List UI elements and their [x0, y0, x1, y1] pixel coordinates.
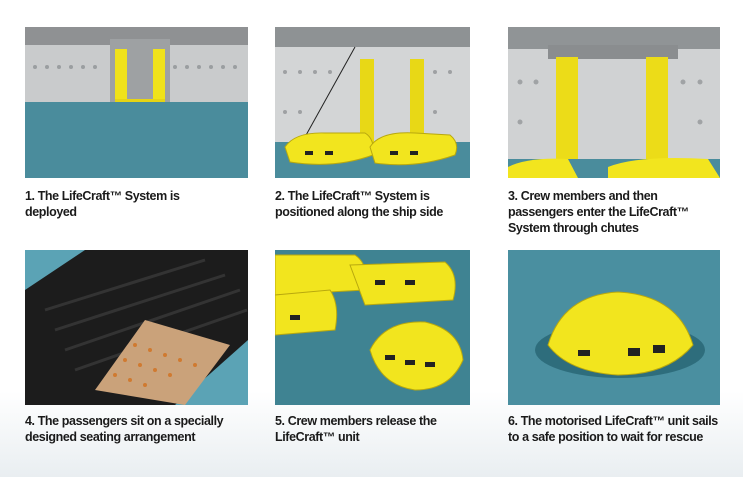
- step-3-caption: 3. Crew members and then passengers ente…: [508, 189, 689, 235]
- step-5-caption: 5. Crew members release the LifeCraft™ u…: [275, 414, 437, 444]
- step-5-image: [275, 250, 470, 405]
- step-2-image: [275, 27, 470, 178]
- step-4-caption: 4. The passengers sit on a specially des…: [25, 414, 224, 444]
- step-1-caption: 1. The LifeCraft™ System is deployed: [25, 189, 180, 219]
- step-6-caption: 6. The motorised LifeCraft™ unit sails t…: [508, 414, 718, 444]
- step-1-image: [25, 27, 248, 178]
- step-3-image: [508, 27, 720, 178]
- step-6-image: [508, 250, 720, 405]
- step-2-caption: 2. The LifeCraft™ System is positioned a…: [275, 189, 443, 219]
- step-4-image: [25, 250, 248, 405]
